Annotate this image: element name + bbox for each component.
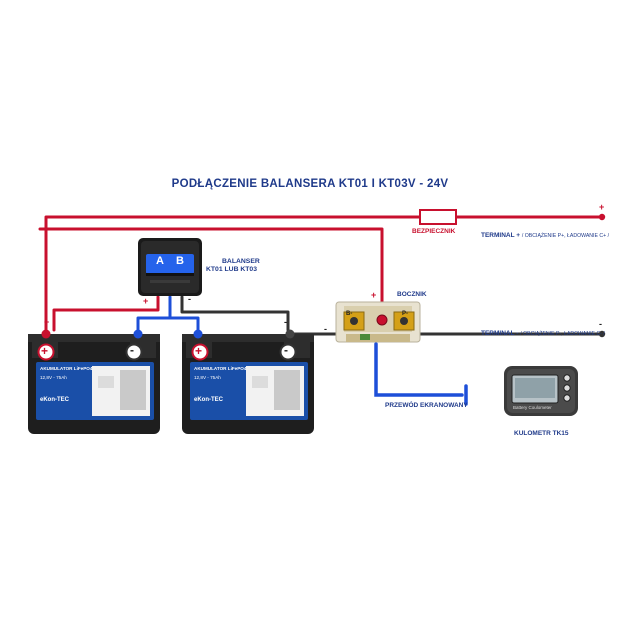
terminal-minus-sign: - xyxy=(599,319,602,329)
fuse-label: BEZPIECZNIK xyxy=(412,228,456,235)
coulometer-label: KULOMETR TK15 xyxy=(514,430,569,437)
balancer-screen xyxy=(146,254,194,274)
shunt-b-minus-label: B- xyxy=(346,311,353,317)
balancer-negative-wire xyxy=(180,295,290,332)
battery-1-plus-symbol: + xyxy=(41,344,49,358)
positive-main-wire xyxy=(44,215,422,336)
shunt-plus-sign: + xyxy=(371,290,377,300)
battery-1-minus-symbol: - xyxy=(130,343,134,357)
terminal-plus-sign: + xyxy=(599,202,605,212)
terminal-minus-node xyxy=(598,330,606,338)
terminal-minus-sub: / OBCIĄŻENIE P-, ŁADOWANIE C- / xyxy=(520,331,605,337)
coulometer-button-2 xyxy=(563,384,571,392)
terminal-minus-caption: TERMINAL - / OBCIĄŻENIE P-, ŁADOWANIE C-… xyxy=(481,322,605,340)
battery-1-brand: eKon-TEC xyxy=(40,397,69,403)
terminal-plus-node xyxy=(598,213,606,221)
battery-2-minus-badge xyxy=(279,343,297,361)
battery-2-minus-symbol: - xyxy=(284,343,288,357)
battery-2-wire-minus-sign: - xyxy=(284,317,287,327)
series-wiring xyxy=(136,295,200,334)
shielded-cable-label: PRZEWÓD EKRANOWANY xyxy=(385,402,468,409)
battery-2-spec: 12,8V - 75Ah xyxy=(194,375,221,380)
battery-1-wire-plus-sign: + xyxy=(44,317,50,327)
terminal-minus-label: TERMINAL - xyxy=(481,330,521,337)
terminal-plus-label: TERMINAL + xyxy=(481,232,522,239)
shunt-label: BOCZNIK xyxy=(397,291,427,298)
shunt-p-minus-label: P- xyxy=(402,311,408,317)
terminal-plus-caption: TERMINAL + / OBCIĄŻENIE P+, ŁADOWANIE C+… xyxy=(481,224,609,242)
balancer-plus-sign: + xyxy=(143,296,149,306)
shielded-cable xyxy=(374,342,468,406)
coulometer-button-3 xyxy=(563,394,571,402)
balancer-b-label: B xyxy=(176,255,184,267)
balancer-label-1: BALANSER xyxy=(222,258,260,265)
fuse xyxy=(419,209,457,225)
balancer-a-label: A xyxy=(156,255,164,267)
battery-2-type: AKUMULATOR LiFePO4 xyxy=(194,366,247,371)
battery-1-positive-post xyxy=(41,329,51,339)
coulometer-display-text: Battery Coulometer xyxy=(513,405,552,410)
shunt-minus-sign: - xyxy=(324,324,327,334)
balancer-minus-sign: - xyxy=(188,294,191,304)
coulometer-device xyxy=(504,366,578,416)
battery-2-negative-post xyxy=(285,329,295,339)
balancer-device xyxy=(138,238,202,296)
series-link-wire xyxy=(136,316,200,334)
positive-wiring xyxy=(38,215,604,336)
shunt-positive-wire xyxy=(38,227,384,320)
battery-1-minus-badge xyxy=(125,343,143,361)
battery-1-type: AKUMULATOR LiFePO4 xyxy=(40,366,93,371)
coulometer-button-1 xyxy=(563,374,571,382)
battery-2 xyxy=(182,329,314,434)
balancer-label-2: KT01 LUB KT03 xyxy=(206,266,257,273)
battery-2-plus-symbol: + xyxy=(195,344,203,358)
balancer-positive-wire xyxy=(52,295,160,332)
battery-1-negative-post xyxy=(133,329,143,339)
battery-2-plus-badge xyxy=(191,343,209,361)
battery-1-plus-badge xyxy=(37,343,55,361)
battery-2-brand: eKon-TEC xyxy=(194,397,223,403)
shunt-device xyxy=(335,301,421,343)
diagram-title: PODŁĄCZENIE BALANSERA KT01 I KT03V - 24V xyxy=(171,178,449,190)
terminal-plus-sub: / OBCIĄŻENIE P+, ŁADOWANIE C+ / xyxy=(521,233,610,239)
shunt-positive-terminal xyxy=(376,314,388,326)
battery-2-positive-post xyxy=(193,329,203,339)
battery-1-spec: 12,8V - 75Ah xyxy=(40,375,67,380)
